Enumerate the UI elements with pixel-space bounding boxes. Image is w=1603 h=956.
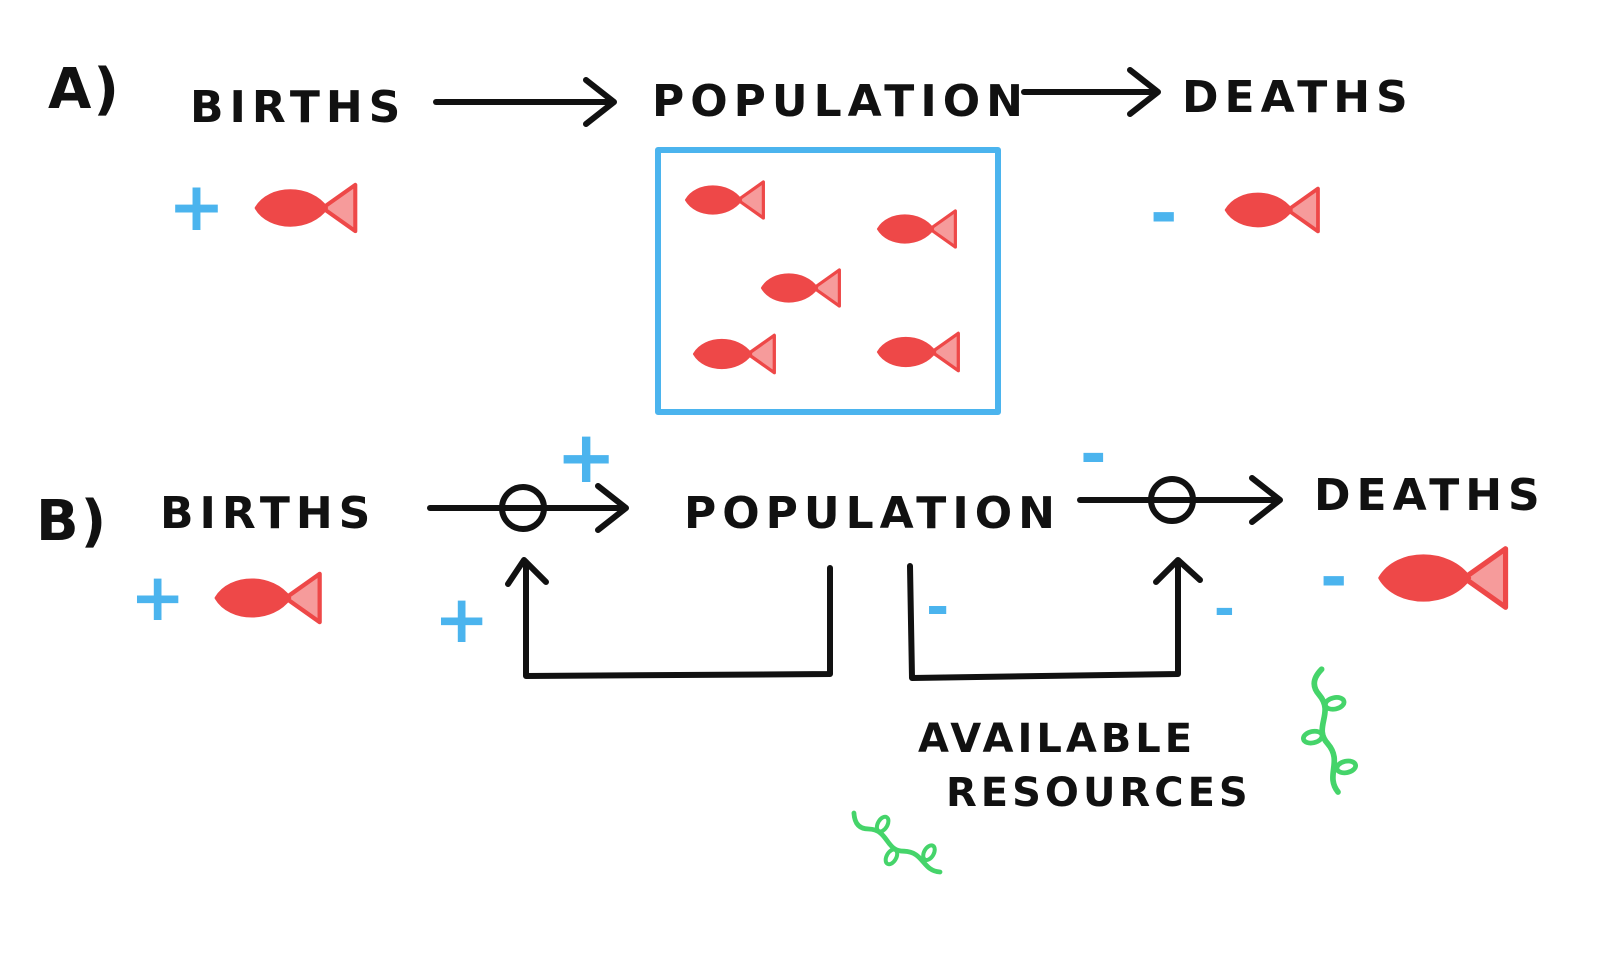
population-to-deaths-arrow [1021,67,1161,117]
births-inflow-arrow [427,483,629,533]
death-loop-left-minus-sign: - [926,575,949,640]
birth-feedback-loop [505,557,833,679]
deaths-flow-minus-sign: - [1080,418,1107,492]
panel-b-plus-sign: + [130,559,185,636]
fish-icon [692,333,776,375]
fish-icon [1380,549,1506,607]
panel-b-label: B) [36,489,108,554]
panel-b-deaths-label: DEATHS [1314,470,1546,521]
deaths-outflow-arrow [1077,475,1283,525]
population-box [655,147,1001,415]
births-to-population-arrow [433,77,617,127]
panel-a-label: A) [48,57,121,122]
death-loop-right-minus-sign: - [1214,580,1235,638]
birth-loop-plus-sign: + [434,581,489,658]
birth-rate-valve [499,484,547,532]
fish-icon [876,209,957,249]
panel-b-minus-sign: - [1320,539,1347,616]
fish-icon [760,268,841,308]
panel-a-deaths-label: DEATHS [1182,72,1414,123]
resources-label-line1: AVAILABLE [918,716,1196,762]
plant-icon [840,802,950,889]
births-flow-plus-sign: + [556,415,616,499]
death-rate-valve [1148,476,1196,524]
panel-b-births-label: BIRTHS [160,488,376,539]
fish-icon [1224,186,1320,234]
panel-a-plus-sign: + [168,168,225,247]
plant-icon [1290,666,1362,797]
panel-a-births-label: BIRTHS [190,82,406,133]
fish-icon [216,574,320,622]
panel-b-population-label: POPULATION [684,488,1061,539]
fish-icon [256,185,355,231]
resources-label-line2: RESOURCES [946,770,1252,816]
panel-a-population-label: POPULATION [652,76,1029,127]
death-feedback-loop [907,557,1203,681]
fish-icon [684,180,765,220]
panel-a-minus-sign: - [1150,175,1177,252]
fish-icon [876,331,960,373]
